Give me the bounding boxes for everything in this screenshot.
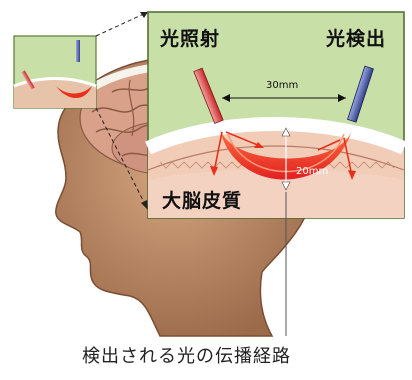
emitter-label: 光照射 xyxy=(160,24,220,51)
caption: 検出される光の伝播経路 xyxy=(82,342,291,368)
depth-label: 20mm xyxy=(296,166,328,177)
cortex-label: 大脳皮質 xyxy=(162,186,242,213)
distance-label: 30mm xyxy=(266,80,298,91)
small-detector-probe xyxy=(76,40,80,62)
detector-label: 光検出 xyxy=(326,24,386,51)
